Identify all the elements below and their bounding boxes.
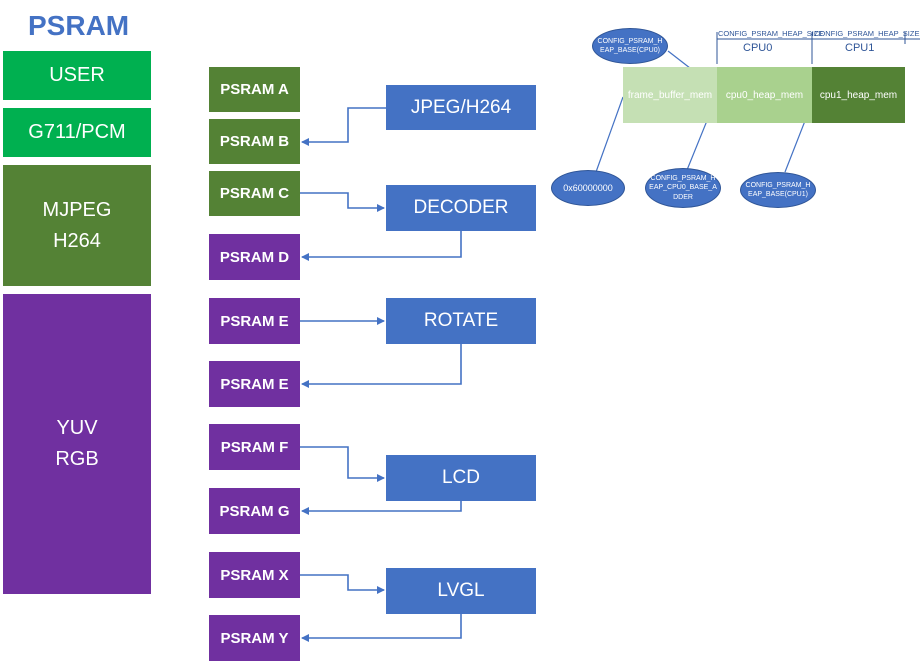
user-block: USER bbox=[2, 50, 152, 101]
frame-buffer-segment: frame_buffer_mem bbox=[623, 67, 717, 123]
psram-f-block: PSRAM F bbox=[209, 424, 300, 470]
psram-g-block: PSRAM G bbox=[209, 488, 300, 534]
cpu1-heap-segment: cpu1_heap_mem bbox=[812, 67, 905, 123]
callout-heap-base-cpu0: CONFIG_PSRAM_H EAP_BASE(CPU0) bbox=[592, 28, 668, 64]
callout-0x60000000: 0x60000000 bbox=[551, 170, 625, 206]
psram-e-in-block: PSRAM E bbox=[209, 298, 300, 344]
psram-x-block: PSRAM X bbox=[209, 552, 300, 598]
arrow-jpeg-to-psram-b bbox=[301, 107, 386, 146]
lvgl-block: LVGL bbox=[386, 568, 536, 614]
callout-heap-base-cpu1: CONFIG_PSRAM_H EAP_BASE(CPU1) bbox=[740, 172, 816, 208]
mjpeg-h264-block: MJPEG H264 bbox=[2, 164, 152, 287]
decoder-block: DECODER bbox=[386, 185, 536, 231]
arrow-psram-f-to-lcd bbox=[300, 446, 385, 482]
arrow-psram-c-to-decoder bbox=[300, 192, 385, 212]
psram-e-out-block: PSRAM E bbox=[209, 361, 300, 407]
cpu0-label: CPU0 bbox=[743, 42, 773, 54]
psram-d-block: PSRAM D bbox=[209, 234, 300, 280]
psram-c-block: PSRAM C bbox=[209, 171, 300, 216]
g711-pcm-block: G711/PCM bbox=[2, 107, 152, 158]
arrow-decoder-to-psram-d bbox=[301, 231, 462, 261]
arrow-lcd-to-psram-g bbox=[301, 501, 462, 515]
rotate-block: ROTATE bbox=[386, 298, 536, 344]
arrow-lvgl-to-psram-y bbox=[301, 614, 462, 642]
psram-b-block: PSRAM B bbox=[209, 119, 300, 164]
psram-y-block: PSRAM Y bbox=[209, 615, 300, 661]
page-title: PSRAM bbox=[28, 10, 130, 41]
cpu0-heap-segment: cpu0_heap_mem bbox=[717, 67, 812, 123]
cpu1-label: CPU1 bbox=[845, 42, 875, 54]
yuv-rgb-block: YUV RGB bbox=[2, 293, 152, 595]
psram-a-block: PSRAM A bbox=[209, 67, 300, 112]
pointer-0x60000000 bbox=[595, 96, 624, 173]
cpu1-heap-size-label: CONFIG_PSRAM_HEAP_SIZE bbox=[814, 29, 920, 38]
callout-cpu0-base-addr: CONFIG_PSRAM_H EAP_CPU0_BASE_A DDER bbox=[645, 168, 721, 208]
arrow-rotate-to-psram-e bbox=[301, 344, 462, 388]
jpeg-h264-block: JPEG/H264 bbox=[386, 85, 536, 130]
lcd-block: LCD bbox=[386, 455, 536, 501]
arrow-psram-x-to-lvgl bbox=[300, 574, 385, 594]
cpu0-heap-size-label: CONFIG_PSRAM_HEAP_SIZE bbox=[718, 29, 824, 38]
